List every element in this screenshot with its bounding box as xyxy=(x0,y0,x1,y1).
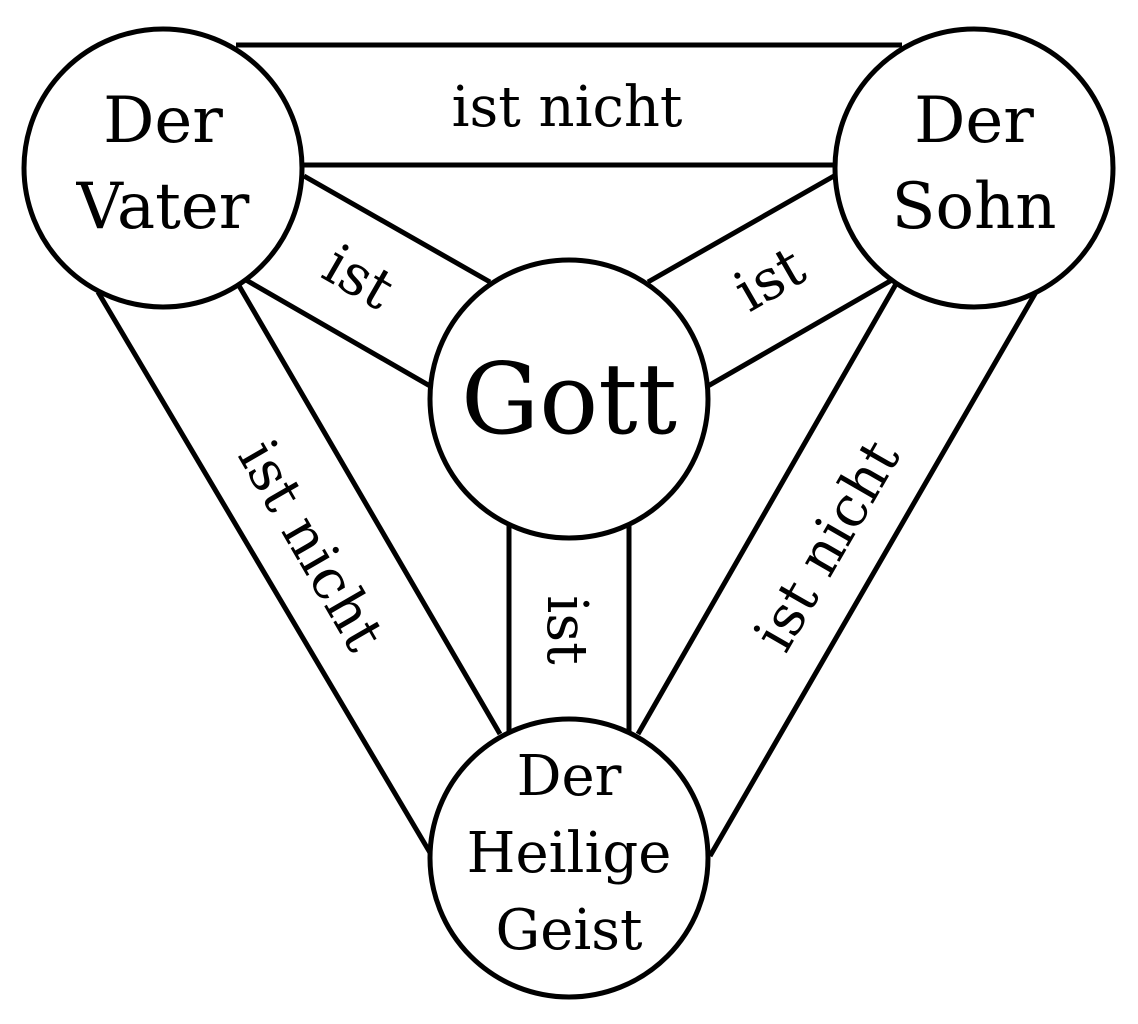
node-sohn-line-1: Der xyxy=(914,84,1034,158)
band-vater-geist xyxy=(95,282,503,858)
band-vater-sohn xyxy=(236,42,902,168)
node-vater: Der Vater xyxy=(21,26,305,310)
node-vater-line-2: Vater xyxy=(76,170,250,244)
band-sohn-geist xyxy=(635,282,1039,858)
edge-label-vater-sohn: ist nicht xyxy=(452,75,683,140)
node-gott-label: Gott xyxy=(461,343,677,457)
node-geist-line-2: Heilige xyxy=(467,821,672,886)
node-gott: Gott xyxy=(427,257,711,541)
edge-label-geist-gott: ist xyxy=(534,595,599,665)
band-sohn-gott xyxy=(646,173,894,389)
node-geist: Der Heilige Geist xyxy=(427,716,711,1000)
band-vater-gott xyxy=(244,173,492,389)
node-geist-line-3: Geist xyxy=(495,898,643,963)
node-geist-line-1: Der xyxy=(517,744,622,809)
edge-label-vater-gott: ist xyxy=(312,232,405,323)
node-sohn: Der Sohn xyxy=(832,26,1116,310)
band-geist-gott xyxy=(506,524,632,736)
edge-label-sohn-gott: ist xyxy=(724,234,817,325)
node-sohn-line-2: Sohn xyxy=(892,170,1057,244)
node-vater-line-1: Der xyxy=(103,84,223,158)
